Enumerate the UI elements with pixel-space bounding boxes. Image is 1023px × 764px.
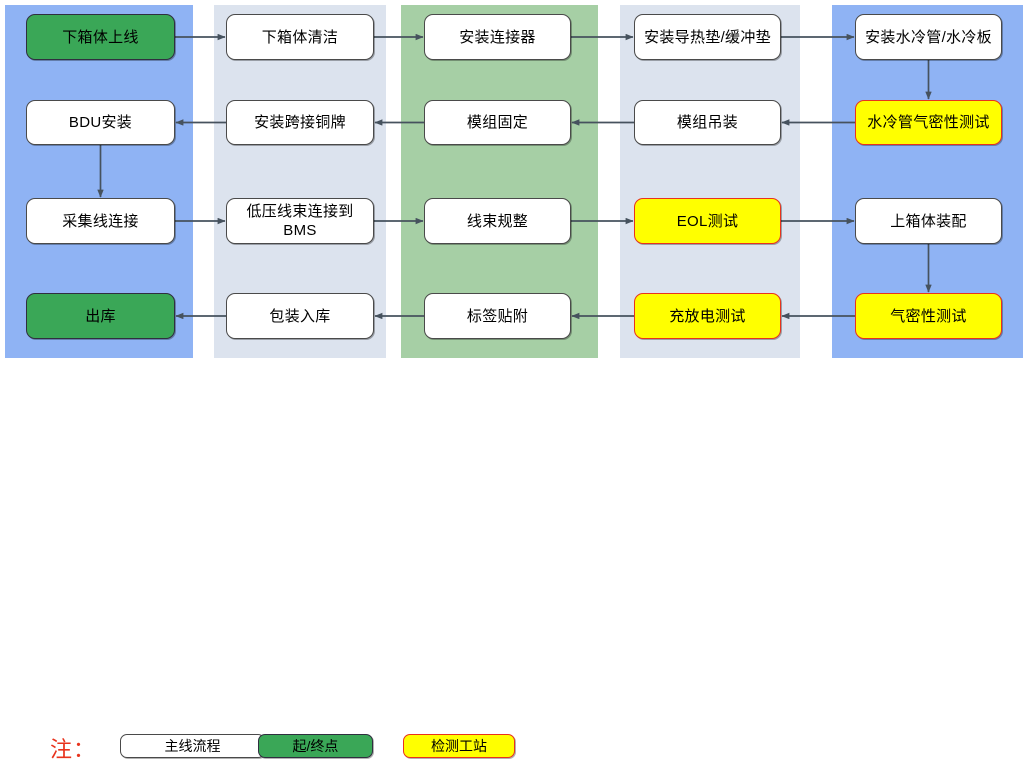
node-label: 标签贴附	[466, 307, 529, 325]
node-label: 充放电测试	[669, 307, 746, 325]
node-n5[interactable]: 安装水冷管/水冷板	[855, 14, 1002, 60]
legend-chip-test: 检测工站	[403, 734, 515, 758]
node-n3[interactable]: 安装连接器	[424, 14, 571, 60]
connector-layer	[97, 33, 932, 320]
legend: 注： 主线流程 起/终点 检测工站	[0, 358, 1023, 763]
node-label: 模组吊装	[676, 114, 739, 131]
flowchart-canvas: 下箱体上线 下箱体清洁 安装连接器 安装导热垫/缓冲垫 安装水冷管/水冷板水冷管气密性测…	[0, 5, 1023, 763]
node-label: 线束规整	[466, 212, 529, 230]
legend-chip-terminal: 起/终点	[258, 734, 373, 758]
node-n18[interactable]: 标签贴附	[424, 293, 571, 339]
node-n2[interactable]: 下箱体清洁	[226, 14, 374, 60]
node-label: 安装导热垫/缓冲垫	[644, 28, 771, 46]
connector-arrows	[97, 33, 932, 320]
node-n16[interactable]: 气密性测试	[855, 293, 1002, 339]
node-label: 上箱体装配	[890, 212, 967, 230]
legend-chip-label: 起/终点	[292, 738, 339, 754]
node-label: EOL测试	[676, 212, 739, 230]
node-label: BDU安装	[68, 114, 133, 131]
node-label: 包装入库	[269, 307, 331, 325]
node-label: 出库	[85, 307, 116, 325]
node-label: 安装水冷管/水冷板	[865, 28, 992, 46]
legend-chip-process: 主线流程	[120, 734, 265, 758]
node-n13[interactable]: 线束规整	[424, 198, 571, 244]
node-label: 气密性测试	[890, 307, 967, 325]
node-n10[interactable]: BDU安装	[26, 100, 175, 145]
node-n14[interactable]: EOL测试	[634, 198, 781, 244]
node-n1[interactable]: 下箱体上线	[26, 14, 175, 60]
node-label: 采集线连接	[62, 212, 139, 230]
legend-note-label: 注：	[50, 738, 97, 763]
node-label: 低压线束连接到BMS	[246, 203, 354, 239]
node-label: 安装连接器	[459, 28, 536, 46]
node-label: 下箱体清洁	[261, 28, 339, 46]
node-label: 安装跨接铜牌	[254, 114, 346, 131]
node-n11[interactable]: 采集线连接	[26, 198, 175, 244]
legend-chip-label: 主线流程	[164, 738, 221, 754]
node-n4[interactable]: 安装导热垫/缓冲垫	[634, 14, 781, 60]
legend-chip-label: 检测工站	[431, 738, 487, 754]
node-n8[interactable]: 模组固定	[424, 100, 571, 145]
node-label: 水冷管气密性测试	[867, 114, 990, 131]
node-n15[interactable]: 上箱体装配	[855, 198, 1002, 244]
node-n17[interactable]: 充放电测试	[634, 293, 781, 339]
node-label: 模组固定	[466, 114, 529, 131]
node-n19[interactable]: 包装入库	[226, 293, 374, 339]
node-n12[interactable]: 低压线束连接到BMS	[226, 198, 374, 244]
node-n7[interactable]: 模组吊装	[634, 100, 781, 145]
node-n6[interactable]: 水冷管气密性测试	[855, 100, 1002, 145]
node-label: 下箱体上线	[62, 28, 139, 46]
node-n9[interactable]: 安装跨接铜牌	[226, 100, 374, 145]
node-n20[interactable]: 出库	[26, 293, 175, 339]
